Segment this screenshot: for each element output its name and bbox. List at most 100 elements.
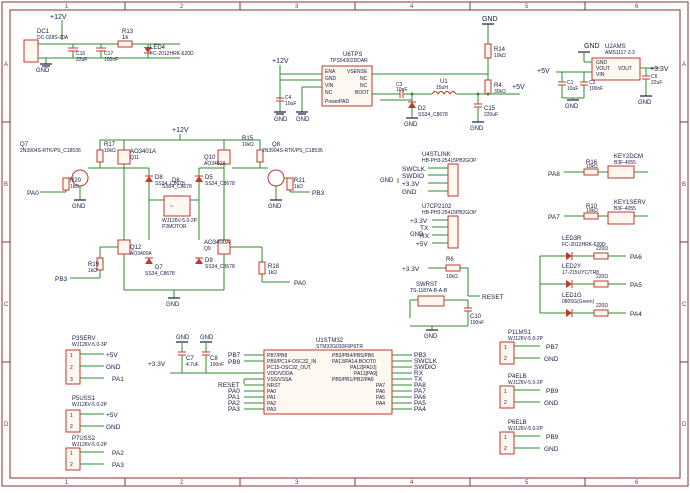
frame-col-1: 1: [65, 4, 69, 10]
frame-col-2-bottom: 2: [180, 480, 184, 486]
frame-row-a: A: [4, 62, 8, 68]
p7-value: WJ126V-5.0-2P: [72, 442, 108, 448]
reset-net[interactable]: RESET: [482, 294, 504, 301]
r4-symbol: [484, 79, 492, 95]
r19-value: 1kΩ: [88, 268, 97, 274]
mcu-lnet-pa3: PA3: [228, 406, 240, 413]
key1-value: B3F-4055: [614, 206, 636, 212]
mcu-rpin-8: PA4: [376, 401, 385, 407]
dc1-ref: DC1: [37, 29, 50, 35]
p3-connector[interactable]: [65, 349, 81, 385]
u1-value: 15uH: [436, 85, 448, 91]
led2-value: 17-215UYC/TR8: [562, 270, 599, 276]
key1-button[interactable]: [607, 211, 635, 225]
c1-ref: C1: [567, 80, 574, 86]
p5-connector[interactable]: [65, 409, 81, 433]
mcu-rpin-3: PA11[PA9]: [354, 371, 378, 377]
d2-ref: D2: [418, 106, 426, 112]
buck-ic-body: [321, 65, 373, 107]
p4-value: WJ126V-5.0-2P: [508, 380, 544, 386]
d9-value: SS34_C8678: [205, 264, 235, 270]
mcu-lpin-6: PA0: [267, 389, 276, 395]
p1-pin1: 1: [504, 345, 507, 351]
frame-col-3-bottom: 3: [295, 480, 299, 486]
p6-connector[interactable]: [499, 431, 515, 455]
q12-value: AO3400A: [130, 251, 152, 257]
mcu-lpin-4: VSS/VSSA: [267, 377, 292, 383]
c17-value: 100nF: [104, 57, 118, 63]
ldo-section: U2AMS AMS1117-3.3 GND VOUT VIN VOUT GND …: [537, 43, 669, 110]
mcu-lpin-0: PB7/PB8: [267, 353, 288, 359]
dc1-value: DC-028S-20A: [37, 35, 69, 41]
led3-value: FC-2012HRK-620D: [562, 242, 606, 248]
mcu-rnet-swclk: SWCLK: [414, 358, 438, 365]
swd-pin-swclk: SWCLK: [402, 166, 426, 173]
v12-label: +12V: [50, 14, 67, 21]
led-pa6-net: PA6: [630, 254, 642, 261]
hb-gnd-1: GND: [72, 204, 86, 210]
buck-gnd-1: GND: [274, 117, 288, 123]
led1-value: 0805G(Green): [562, 299, 595, 305]
mcu-rpin-4: PB0/PB1/PB2/PA8: [332, 377, 374, 383]
mcu-lnet-pa2: PA2: [228, 400, 240, 407]
ldo-v33-label: +3.3V: [650, 66, 669, 73]
swd-value: HB-PH3-25415PB2GOP: [422, 158, 477, 164]
c7-value: 4.7uF: [186, 362, 199, 368]
d2-symbol: [408, 102, 416, 108]
p7-connector[interactable]: [65, 447, 81, 471]
mcu-lpin-9: PA3: [267, 407, 276, 413]
frame-col-4-bottom: 4: [410, 480, 414, 486]
p1-value: WJ126V-5.0-2P: [508, 336, 544, 342]
key2-button[interactable]: [607, 165, 635, 179]
swd-connector[interactable]: [447, 163, 459, 197]
dc-jack-symbol: [23, 39, 39, 63]
d9-symbol: [195, 258, 203, 264]
hbridge-section: +12V R17 10kΩ R15 10kΩ Q7 2N3904S-RTK/PS…: [20, 127, 325, 308]
buck-v12-label: +12V: [272, 58, 289, 65]
uart-section: U7CP2102 HB-PH3-25415PB2GOP +3.3V TX RX …: [410, 204, 477, 249]
p3-net-gnd: GND: [106, 364, 121, 371]
r4-value: 30kΩ: [494, 89, 506, 95]
c8-ref: C8: [210, 356, 218, 362]
q10-value: AO3401A: [204, 161, 226, 167]
d5-ref: D5: [205, 175, 213, 181]
r10-ref: R10: [586, 204, 598, 210]
motor-connector[interactable]: [163, 195, 191, 217]
buck-pin-vin: VIN: [325, 83, 334, 89]
mcu-gnd-1: GND: [176, 335, 190, 341]
frame-row-c: C: [4, 302, 9, 308]
buck-gnd-2: GND: [296, 117, 310, 123]
p1-pin2: 2: [504, 356, 507, 362]
mcu-lpin-2: PC15-OSC32_OUT: [267, 365, 311, 371]
led-pa4-net: PA4: [630, 311, 642, 318]
p4-connector[interactable]: [499, 385, 515, 409]
c17-ref: C17: [104, 51, 113, 57]
frame-col-2: 2: [180, 4, 184, 10]
ldo-ic-body: [591, 57, 641, 81]
frame-col-5: 5: [525, 4, 529, 10]
buck-pin-boot: BOOT: [355, 90, 369, 96]
p6-value: WJ126V-5.0-2P: [508, 426, 544, 432]
mcu-rnet-swdio: SWDIO: [414, 364, 436, 371]
c3-ref: C3: [396, 82, 403, 88]
uart-connector[interactable]: [447, 215, 459, 249]
r14-symbol: [484, 43, 492, 59]
key2-value: B3F-4055: [614, 160, 636, 166]
r14-value: 10kΩ: [494, 53, 506, 59]
led3-resistor: [593, 252, 609, 260]
mcu-rpin-2: PA12[PA10]: [350, 365, 377, 371]
mcu-gnd-2: GND: [200, 335, 214, 341]
reset-switch[interactable]: [417, 295, 445, 307]
d5-value: SS34_C8678: [205, 181, 235, 187]
c4-ref: C4: [285, 95, 292, 101]
frame-row-b: B: [4, 182, 8, 188]
p4-pin2: 2: [504, 400, 507, 406]
p7-pin1: 1: [70, 451, 73, 457]
swrst-value: TS-1187A-B-A-B: [410, 288, 448, 294]
mcu-rpin-0: PB3/PB4/PB5/PB6: [332, 353, 374, 359]
p1-connector[interactable]: [499, 341, 515, 365]
r13-ref: R13: [122, 29, 134, 35]
d2-value: SS34_C8678: [418, 112, 448, 118]
